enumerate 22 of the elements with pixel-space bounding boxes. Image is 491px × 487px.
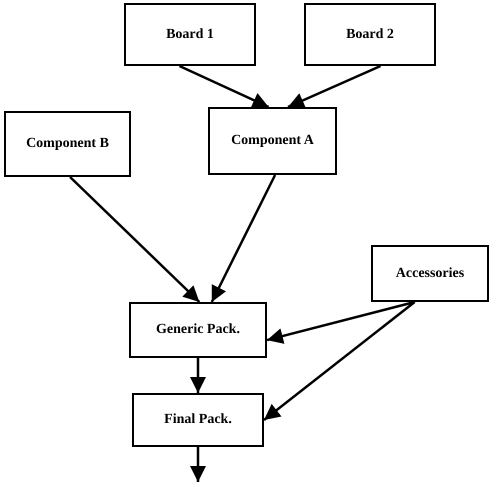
process-box — [371, 245, 489, 302]
box-label: Board 1 — [166, 26, 214, 42]
process-box — [304, 3, 436, 66]
box-label: Accessories — [396, 266, 464, 282]
arrow — [178, 64, 270, 108]
process-box — [208, 107, 337, 175]
arrow — [190, 447, 206, 482]
box-label: Generic Pack. — [156, 322, 240, 338]
arrow — [69, 176, 200, 303]
process-box — [129, 302, 267, 358]
arrow — [210, 174, 276, 303]
box-label: Component B — [26, 136, 109, 152]
box-label: Component A — [231, 133, 314, 149]
box-label: Final Pack. — [164, 412, 232, 428]
arrow — [190, 358, 206, 393]
arrow — [287, 64, 382, 108]
process-box — [4, 111, 131, 177]
process-box — [132, 393, 264, 447]
box-label: Board 2 — [346, 26, 394, 42]
arrow — [263, 301, 416, 421]
process-box — [124, 3, 256, 66]
arrow — [266, 300, 415, 344]
